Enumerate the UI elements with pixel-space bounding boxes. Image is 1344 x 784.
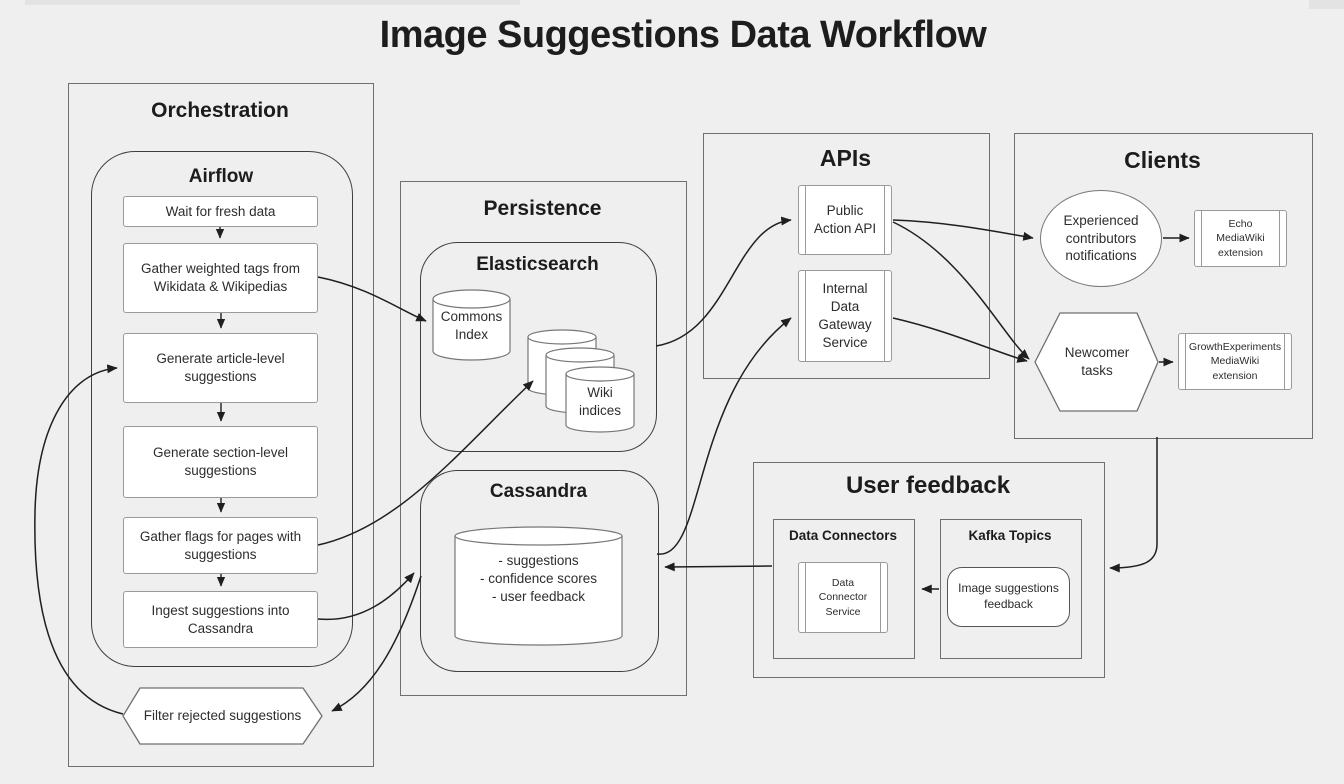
edge-gather-flags-to-wiki-indices	[317, 380, 534, 546]
edge-elasticsearch-to-public-api	[655, 216, 792, 347]
filter-rejected-label: Filter rejected suggestions	[143, 708, 302, 724]
data-connectors-label: Data Connectors	[788, 528, 898, 543]
kafka-topics-group	[940, 519, 1082, 659]
step-ingest-into-cassandra: Ingest suggestions into Cassandra	[123, 591, 318, 648]
screenshot-artifact-strip-left	[25, 0, 520, 5]
cassandra-label: Cassandra	[489, 481, 588, 502]
step-gather-weighted-tags: Gather weighted tags from Wikidata & Wik…	[123, 243, 318, 313]
cassandra-store-line: - confidence scores	[479, 571, 598, 586]
edge-cassandra-to-gateway	[656, 317, 792, 555]
step-wait-for-fresh-data: Wait for fresh data	[123, 196, 318, 227]
internal-data-gateway-box: Internal Data Gateway Service	[798, 270, 892, 362]
step-gather-flags: Gather flags for pages with suggestions	[123, 517, 318, 574]
public-action-api-box: Public Action API	[798, 185, 892, 255]
persistence-label: Persistence	[483, 197, 602, 220]
experienced-notifications-ellipse: Experienced contributors notifications	[1040, 190, 1162, 287]
user-feedback-container	[753, 462, 1105, 678]
diagram-title: Image Suggestions Data Workflow	[379, 14, 987, 56]
wiki-indices-label: Wiki indices	[578, 385, 622, 418]
echo-extension-box: Echo MediaWiki extension	[1194, 210, 1287, 267]
data-connector-service-box: Data Connector Service	[798, 562, 888, 633]
apis-container	[703, 133, 990, 379]
commons-index-label: Commons Index	[440, 309, 503, 342]
cassandra-store-cylinder	[454, 526, 623, 646]
step-generate-article-suggestions: Generate article-level suggestions	[123, 333, 318, 403]
edge-filter-to-article-suggestions	[34, 364, 124, 715]
kafka-topics-label: Kafka Topics	[968, 528, 1052, 543]
cassandra-store-line: - suggestions	[498, 553, 579, 568]
edge-ingest-to-cassandra	[317, 572, 415, 621]
edge-userfeedback-to-cassandra	[664, 562, 773, 572]
airflow-label: Airflow	[188, 166, 254, 187]
orchestration-label: Orchestration	[151, 99, 289, 122]
filter-rejected-shape	[122, 687, 323, 745]
clients-container	[1014, 133, 1313, 439]
clients-label: Clients	[1124, 147, 1201, 173]
newcomer-tasks-shape	[1034, 312, 1159, 412]
commons-index-cylinder	[432, 289, 511, 361]
growth-extension-box: GrowthExperiments MediaWiki extension	[1178, 333, 1292, 390]
image-suggestions-feedback-box: Image suggestions feedback	[947, 567, 1070, 627]
screenshot-artifact-strip-right	[1309, 0, 1344, 9]
orchestration-container	[68, 83, 374, 767]
apis-label: APIs	[819, 145, 872, 171]
user-feedback-label: User feedback	[845, 472, 1011, 499]
edge-public-api-to-newcomer	[892, 221, 1030, 360]
edge-public-api-to-notifications	[892, 219, 1034, 241]
airflow-group	[91, 151, 353, 667]
elasticsearch-group	[420, 242, 657, 452]
cassandra-group	[420, 470, 659, 672]
edge-weighted-tags-to-commons-index	[317, 276, 427, 322]
data-connectors-group	[773, 519, 915, 659]
cassandra-store-line: - user feedback	[491, 589, 586, 604]
cassandra-store-contents: - suggestions - confidence scores - user…	[460, 552, 617, 606]
step-generate-section-suggestions: Generate section-level suggestions	[123, 426, 318, 498]
edge-cassandra-to-filter	[331, 575, 422, 712]
elasticsearch-label: Elasticsearch	[476, 254, 599, 275]
persistence-container	[400, 181, 687, 696]
edge-clients-to-userfeedback	[1109, 437, 1158, 573]
edge-gateway-to-newcomer	[892, 317, 1028, 363]
newcomer-tasks-label: Newcomer tasks	[1064, 345, 1130, 378]
